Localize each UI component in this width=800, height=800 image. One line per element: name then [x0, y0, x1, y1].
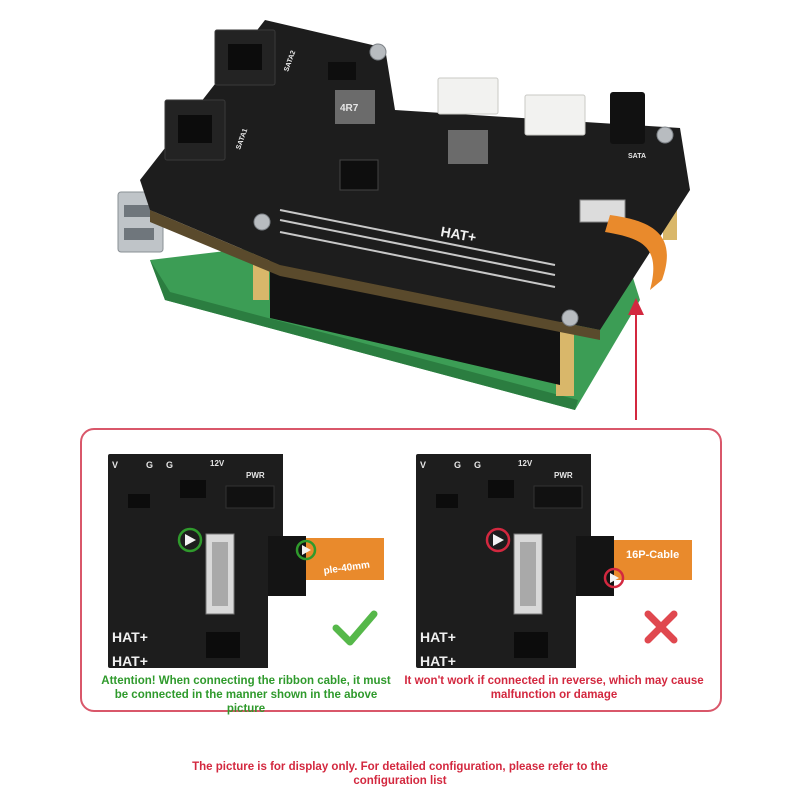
screws	[253, 43, 674, 327]
hat-label-1: HAT+	[420, 629, 456, 645]
pointer-arrow	[628, 298, 644, 420]
board-label-g1: G	[454, 460, 461, 470]
board-label-g1: G	[146, 460, 153, 470]
dc-jack	[610, 92, 645, 144]
board-label-v: V	[420, 460, 426, 470]
board-label-12v: 12V	[210, 459, 225, 468]
wrong-caption: It won't work if connected in reverse, w…	[404, 674, 704, 702]
board-marker-correct	[177, 527, 203, 553]
orange-cable	[306, 538, 384, 580]
board-label-pwr: PWR	[554, 471, 573, 480]
check-icon	[332, 610, 378, 646]
cable-marker-correct	[295, 539, 317, 561]
correct-connection-panel: V G G 12V PWR HAT+ HAT+ ple-40mm	[108, 454, 384, 668]
hat-label-1: HAT+	[112, 629, 148, 645]
board-marker-wrong	[485, 527, 511, 553]
disclaimer-line-2: configuration list	[353, 775, 447, 787]
pin-header	[279, 209, 556, 288]
product-photo: SATA2 SATA1 SATA 4R7 HAT+	[117, 20, 690, 420]
cable-marker-wrong	[603, 567, 625, 589]
hat-board	[140, 20, 690, 340]
display-disclaimer: The picture is for display only. For det…	[180, 760, 620, 788]
orange-cable	[614, 540, 692, 580]
wrong-connection-panel: V G G 12V PWR HAT+ HAT+ 16P-Cable	[416, 454, 692, 668]
hat-plus-label: HAT+	[439, 223, 477, 245]
hat-label-2: HAT+	[420, 653, 456, 668]
board-label-12v: 12V	[518, 459, 533, 468]
cable-connector	[268, 536, 306, 596]
disclaimer-line-1: The picture is for display only. For det…	[192, 761, 608, 773]
correct-caption: Attention! When connecting the ribbon ca…	[96, 674, 396, 716]
cross-icon	[644, 610, 678, 644]
inductor-label: 4R7	[340, 103, 359, 114]
board-label-g2: G	[474, 460, 481, 470]
components: 4R7	[328, 62, 488, 191]
sata-label: SATA	[628, 153, 646, 160]
board-label-v: V	[112, 460, 118, 470]
correct-caption-line-1: Attention! When connecting the ribbon ca…	[101, 675, 391, 687]
ribbon-cable	[579, 199, 667, 290]
jst-connectors	[437, 77, 586, 136]
sata-connectors: SATA2 SATA1	[164, 29, 297, 161]
wrong-caption-line-1: It won't work if connected in reverse, w…	[404, 675, 704, 687]
cable-connector	[576, 536, 614, 596]
wrong-caption-line-2: malfunction or damage	[490, 689, 618, 701]
board-label-g2: G	[166, 460, 173, 470]
cable-print: 16P-Cable	[626, 549, 679, 561]
correct-caption-line-2: be connected in the manner shown in the …	[114, 689, 378, 715]
connection-guide-box: V G G 12V PWR HAT+ HAT+ ple-40mm	[80, 428, 722, 715]
hat-label-2: HAT+	[112, 653, 148, 668]
board-label-pwr: PWR	[246, 471, 265, 480]
